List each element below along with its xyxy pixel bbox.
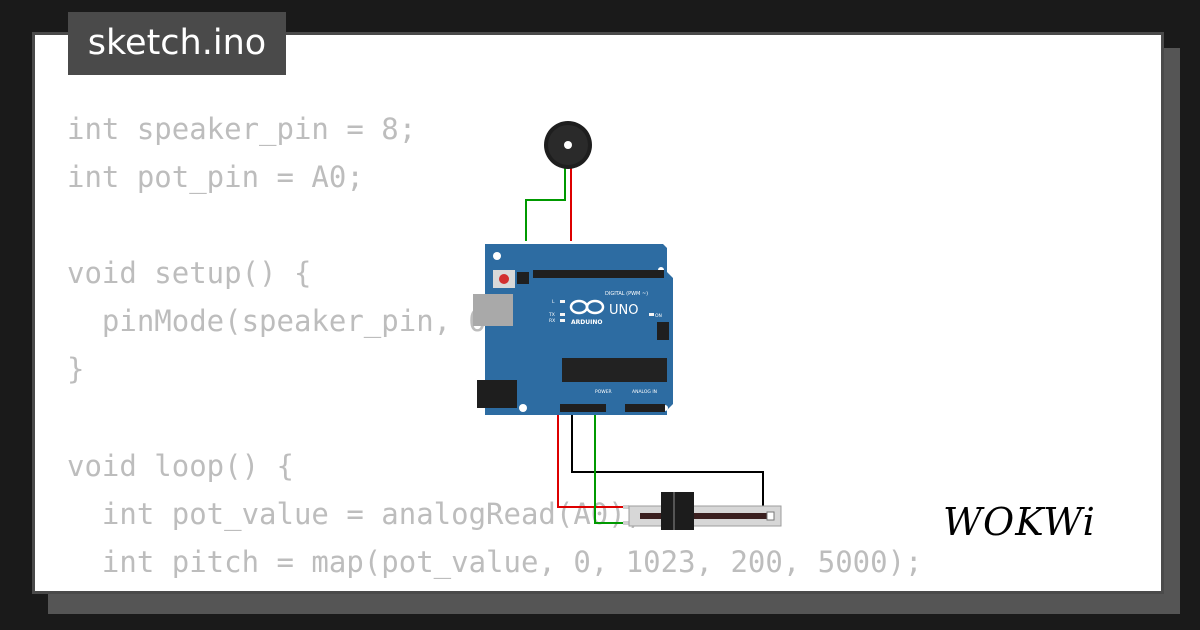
rx-label: RX <box>549 318 555 324</box>
wire-green-buzzer <box>525 168 566 241</box>
buzzer <box>544 121 592 169</box>
power-header <box>560 404 606 412</box>
power-jack <box>477 380 517 408</box>
board-brand: ARDUINO <box>571 319 602 326</box>
board-model: UNO <box>609 303 638 318</box>
wokwi-logo: WOKWi <box>943 500 1096 544</box>
tx-label: TX <box>548 312 555 318</box>
slide-potentiometer <box>623 492 782 530</box>
icsp-header <box>657 322 669 340</box>
arduino-logo-icon <box>569 299 605 315</box>
code-line: void setup() { <box>67 256 312 291</box>
code-line: } <box>67 352 85 387</box>
circuit-diagram: UNO ARDUINO DIGITAL (PWM ~) POWER ANALOG… <box>473 121 782 530</box>
on-label: ON <box>655 313 662 319</box>
code-line: int pitch = map(pot_value, 0, 1023, 200,… <box>67 544 923 579</box>
microcontroller-chip <box>562 358 667 382</box>
analog-label: ANALOG IN <box>632 389 657 395</box>
digital-label: DIGITAL (PWM ~) <box>605 291 648 297</box>
preview-card: int speaker_pin = 8; int pot_pin = A0; vo… <box>32 32 1164 594</box>
digital-header <box>533 270 664 278</box>
usb-port <box>473 294 513 326</box>
power-label: POWER <box>595 389 612 395</box>
wire-green-analog <box>594 370 628 524</box>
file-name-tab: sketch.ino <box>68 12 286 75</box>
slider-knob <box>661 492 694 530</box>
code-line: void loop() { <box>67 448 294 483</box>
l-label: L <box>552 299 555 305</box>
arduino-board: UNO ARDUINO DIGITAL (PWM ~) POWER ANALOG… <box>473 244 673 415</box>
reset-button-red <box>499 274 509 284</box>
svg-text:WOKWi: WOKWi <box>943 500 1096 544</box>
code-line: int pot_value = analogRead(A0); <box>67 496 644 531</box>
code-line: int speaker_pin = 8; <box>67 112 417 146</box>
code-line: int pot_pin = A0; <box>67 160 364 195</box>
analog-header <box>625 404 665 412</box>
wire-red-power <box>557 370 628 508</box>
